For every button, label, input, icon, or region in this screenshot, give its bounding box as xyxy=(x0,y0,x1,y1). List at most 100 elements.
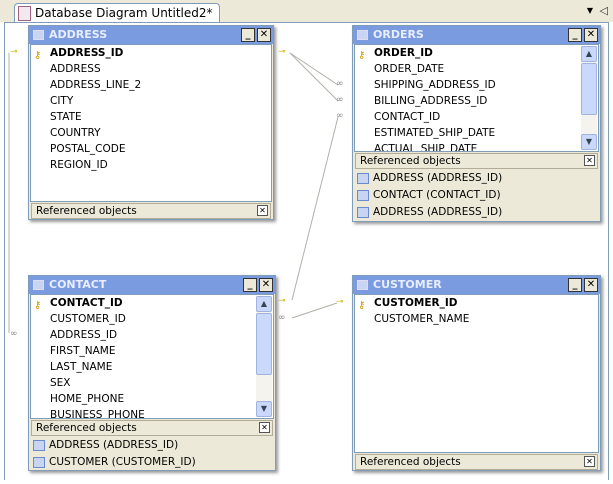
table-icon xyxy=(357,280,368,290)
tab-database-diagram[interactable]: Database Diagram Untitled2* xyxy=(14,3,220,23)
close-references-button[interactable]: ✕ xyxy=(584,456,595,467)
table-address[interactable]: ADDRESS_✕ ⚷ ADDRESS_ID ADDRESS ADDRESS_LI… xyxy=(28,25,274,220)
referenced-objects-label: Referenced objects xyxy=(360,155,461,167)
link-connector-icon: ∞ xyxy=(278,313,286,323)
tab-title: Database Diagram Untitled2* xyxy=(35,6,213,20)
ref-name: CUSTOMER (CUSTOMER_ID) xyxy=(49,456,196,468)
column-row[interactable]: CUSTOMER_ID xyxy=(50,313,126,325)
table-icon xyxy=(33,440,45,451)
column-row[interactable]: REGION_ID xyxy=(50,159,108,171)
minimize-button[interactable]: _ xyxy=(243,278,257,292)
column-row[interactable]: COUNTRY xyxy=(50,127,101,139)
column-row[interactable]: SEX xyxy=(50,377,71,389)
column-row[interactable]: BUSINESS_PHONE xyxy=(50,409,145,419)
column-row[interactable]: HOME_PHONE xyxy=(50,393,125,405)
column-row[interactable]: CONTACT_ID xyxy=(374,111,441,123)
column-row[interactable]: SHIPPING_ADDRESS_ID xyxy=(374,79,496,91)
close-button[interactable]: ✕ xyxy=(584,28,598,42)
referenced-objects-label: Referenced objects xyxy=(360,456,461,468)
column-row[interactable]: ADDRESS_LINE_2 xyxy=(50,79,142,91)
table-icon xyxy=(33,280,44,290)
column-name: CUSTOMER_ID xyxy=(374,297,458,309)
ref-name: CONTACT (CONTACT_ID) xyxy=(373,189,501,201)
referenced-object[interactable]: ADDRESS (ADDRESS_ID) xyxy=(353,204,600,221)
key-connector-icon: ⊸ xyxy=(278,47,286,57)
column-row-pk[interactable]: ⚷ ADDRESS_ID xyxy=(31,45,271,61)
column-list[interactable]: ⚷ADDRESS_ID ADDRESS ADDRESS_LINE_2 CITY … xyxy=(30,44,272,202)
close-button[interactable]: ✕ xyxy=(257,28,271,42)
referenced-objects-header: Referenced objects ✕ xyxy=(31,203,271,219)
referenced-object[interactable]: ADDRESS (ADDRESS_ID) xyxy=(353,170,600,187)
column-row[interactable]: ADDRESS xyxy=(50,63,101,75)
referenced-object[interactable]: CUSTOMER (CUSTOMER_ID) xyxy=(29,454,275,471)
scroll-left-icon[interactable]: ◁ xyxy=(599,4,608,17)
column-row[interactable]: STATE xyxy=(50,111,82,123)
referenced-objects-header: Referenced objects✕ xyxy=(31,420,273,436)
table-icon xyxy=(33,457,45,468)
close-button[interactable]: ✕ xyxy=(584,278,598,292)
ref-name: ADDRESS (ADDRESS_ID) xyxy=(373,172,503,184)
ref-name: ADDRESS (ADDRESS_ID) xyxy=(49,439,179,451)
column-row[interactable]: FIRST_NAME xyxy=(50,345,116,357)
column-name: ADDRESS_ID xyxy=(50,47,124,59)
relationship-line xyxy=(289,52,339,86)
column-row-pk[interactable]: ⚷CONTACT_ID xyxy=(31,295,273,311)
primary-key-icon: ⚷ xyxy=(358,300,366,311)
key-connector-icon: ⊸ xyxy=(10,47,18,57)
tab-list-dropdown-icon[interactable]: ▼ xyxy=(586,6,593,15)
column-row[interactable]: BILLING_ADDRESS_ID xyxy=(374,95,488,107)
table-title-bar[interactable]: CONTACT _✕ xyxy=(29,276,275,294)
column-row[interactable]: LAST_NAME xyxy=(50,361,113,373)
scroll-down-button[interactable]: ▼ xyxy=(256,401,272,417)
link-connector-icon: ∞ xyxy=(336,95,344,105)
relationship-line xyxy=(291,116,339,301)
table-title-bar[interactable]: ADDRESS_✕ xyxy=(29,26,273,44)
column-row[interactable]: POSTAL_CODE xyxy=(50,143,126,155)
vertical-scrollbar[interactable]: ▲▼ xyxy=(581,46,597,150)
table-name: CUSTOMER xyxy=(373,278,442,291)
scroll-thumb[interactable] xyxy=(581,63,597,115)
column-list[interactable]: ⚷ CUSTOMER_ID CUSTOMER_NAME xyxy=(354,294,599,453)
key-connector-icon: ⊸ xyxy=(336,297,344,307)
column-row[interactable]: ADDRESS_ID xyxy=(50,329,118,341)
scroll-up-button[interactable]: ▲ xyxy=(581,46,597,62)
column-list[interactable]: ⚷CONTACT_ID CUSTOMER_ID ADDRESS_ID FIRST… xyxy=(30,294,274,419)
minimize-button[interactable]: _ xyxy=(241,28,255,42)
referenced-object[interactable]: CONTACT (CONTACT_ID) xyxy=(353,187,600,204)
close-references-button[interactable]: ✕ xyxy=(259,422,270,433)
column-row-pk[interactable]: ⚷ORDER_ID xyxy=(355,45,598,61)
minimize-button[interactable]: _ xyxy=(568,28,582,42)
table-customer[interactable]: CUSTOMER_✕ ⚷CUSTOMER_ID CUSTOMER_NAME Re… xyxy=(352,275,601,471)
scroll-down-button[interactable]: ▼ xyxy=(581,134,597,150)
column-list[interactable]: ⚷ORDER_ID ORDER_DATE SHIPPING_ADDRESS_ID… xyxy=(354,44,599,152)
table-contact[interactable]: CONTACT_✕ ⚷CONTACT_ID CUSTOMER_ID ADDRES… xyxy=(28,275,276,471)
column-row[interactable]: CITY xyxy=(50,95,74,107)
vertical-scrollbar[interactable]: ▲▼ xyxy=(256,296,272,417)
table-orders[interactable]: ORDERS_✕ ⚷ORDER_ID ORDER_DATE SHIPPING_A… xyxy=(352,25,601,222)
column-row[interactable]: CUSTOMER_NAME xyxy=(374,313,470,325)
scroll-thumb[interactable] xyxy=(256,313,272,375)
column-row-pk[interactable]: ⚷ CUSTOMER_ID xyxy=(355,295,598,311)
editor-tab-bar: Database Diagram Untitled2* ▼ ◁ xyxy=(0,0,613,23)
minimize-button[interactable]: _ xyxy=(568,278,582,292)
close-button[interactable]: ✕ xyxy=(259,278,273,292)
scroll-up-button[interactable]: ▲ xyxy=(256,296,272,312)
column-row[interactable]: ORDER_DATE xyxy=(374,63,445,75)
relationship-line xyxy=(291,302,338,319)
referenced-objects-header: Referenced objects ✕ xyxy=(355,153,598,169)
referenced-objects-label: Referenced objects xyxy=(36,205,137,217)
close-references-button[interactable]: ✕ xyxy=(257,205,268,216)
column-row[interactable]: ACTUAL_SHIP_DATE xyxy=(374,143,478,152)
link-connector-icon: ∞ xyxy=(336,79,344,89)
column-name: CONTACT_ID xyxy=(50,297,123,309)
table-icon xyxy=(357,207,369,218)
referenced-object[interactable]: ADDRESS (ADDRESS_ID) xyxy=(29,437,275,454)
table-title-bar[interactable]: ORDERS_✕ xyxy=(353,26,600,44)
primary-key-icon: ⚷ xyxy=(34,50,42,61)
table-icon xyxy=(357,30,368,40)
close-references-button[interactable]: ✕ xyxy=(584,155,595,166)
table-name: CONTACT xyxy=(49,278,107,291)
ref-name: ADDRESS (ADDRESS_ID) xyxy=(373,206,503,218)
table-title-bar[interactable]: CUSTOMER _✕ xyxy=(353,276,600,294)
column-row[interactable]: ESTIMATED_SHIP_DATE xyxy=(374,127,496,139)
